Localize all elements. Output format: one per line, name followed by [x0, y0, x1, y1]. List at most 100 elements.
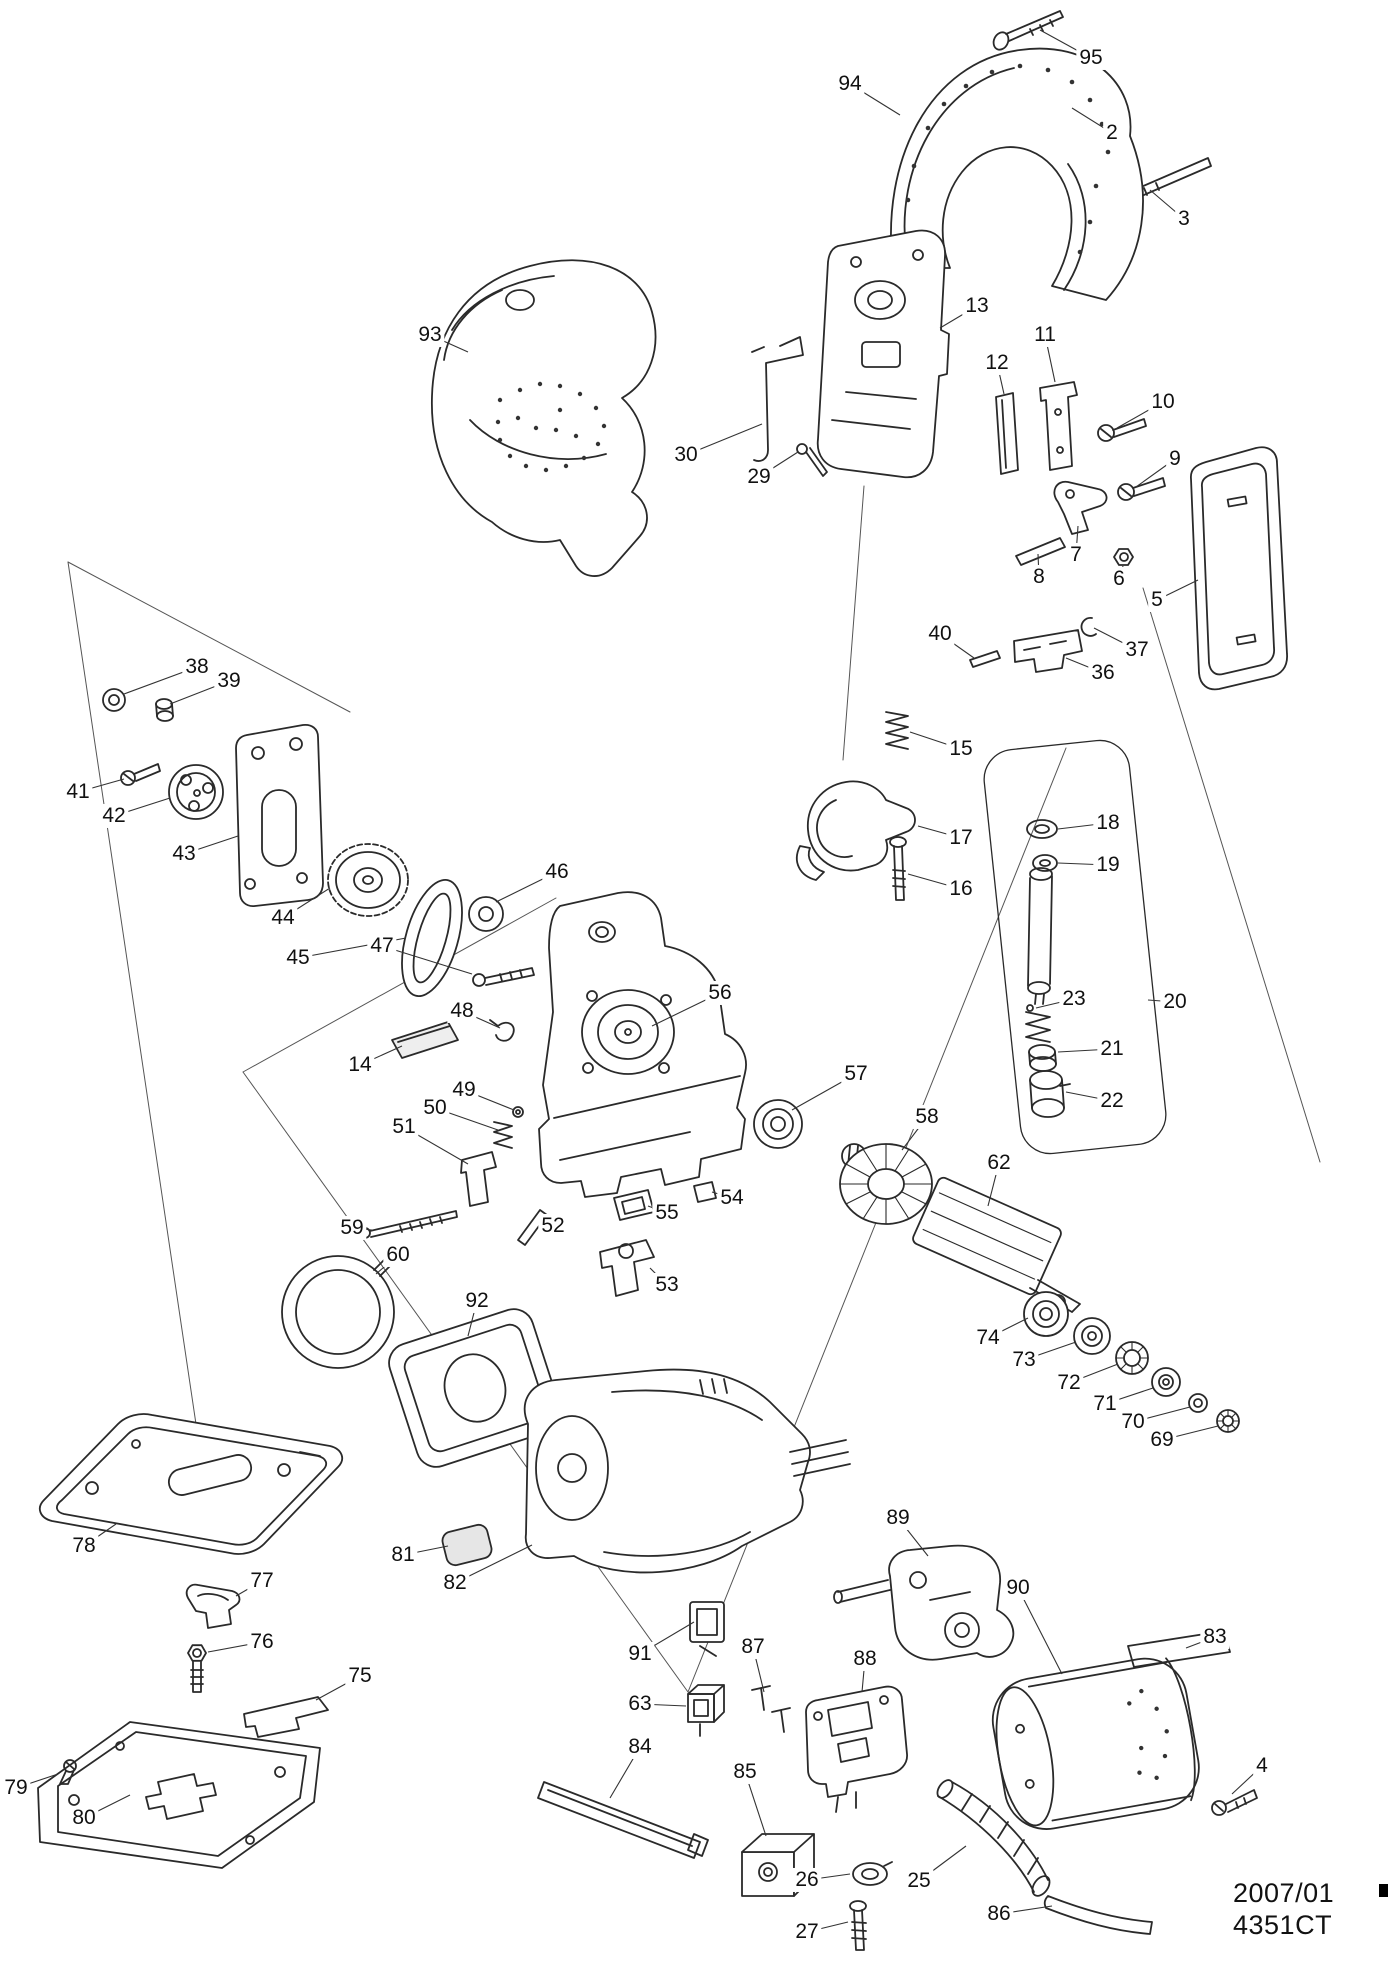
- part-41-screw: [120, 763, 161, 786]
- part-81-cap: [441, 1523, 493, 1567]
- callout-62: 62: [984, 1150, 1014, 1176]
- callout-89: 89: [883, 1505, 913, 1531]
- callout-12: 12: [982, 350, 1012, 376]
- callout-87: 87: [738, 1634, 768, 1660]
- part-44-gear: [327, 843, 409, 917]
- callout-30: 30: [671, 442, 701, 468]
- part-40-pin: [969, 650, 1001, 668]
- part-43-plate: [235, 724, 324, 907]
- callout-4: 4: [1253, 1753, 1271, 1779]
- callout-90: 90: [1003, 1575, 1033, 1601]
- part-77-clamp: [185, 1583, 241, 1629]
- callout-9: 9: [1166, 446, 1184, 472]
- callout-81: 81: [388, 1542, 418, 1568]
- part-80-cover-plate: [37, 1721, 321, 1869]
- callout-44: 44: [268, 905, 298, 931]
- part-38-ring: [102, 688, 126, 712]
- callout-40: 40: [925, 621, 955, 647]
- part-36-bracket: [1013, 629, 1083, 673]
- doc-model: 4351CT: [1233, 1910, 1333, 1940]
- doc-date: 2007/01: [1233, 1878, 1335, 1908]
- part-71-bearing: [1151, 1367, 1181, 1397]
- callout-10: 10: [1148, 389, 1178, 415]
- edge-mark: [1379, 1884, 1388, 1897]
- callout-59: 59: [337, 1215, 367, 1241]
- callout-48: 48: [447, 998, 477, 1024]
- callout-26: 26: [792, 1867, 822, 1893]
- callout-78: 78: [69, 1533, 99, 1559]
- part-82-motor-housing: [523, 1368, 851, 1574]
- part-53-roller-holder: [599, 1239, 655, 1297]
- callout-17: 17: [946, 825, 976, 851]
- callout-88: 88: [850, 1646, 880, 1672]
- callout-94: 94: [835, 71, 865, 97]
- callout-86: 86: [984, 1901, 1014, 1927]
- part-78-base: [38, 1413, 344, 1555]
- part-25-cord-guard: [936, 1779, 1051, 1897]
- callout-11: 11: [1031, 322, 1059, 348]
- callout-84: 84: [625, 1734, 655, 1760]
- callout-15: 15: [946, 736, 976, 762]
- part-17-blade-holder: [795, 780, 916, 881]
- callout-46: 46: [542, 859, 572, 885]
- part-5-plate: [1190, 446, 1288, 691]
- callout-36: 36: [1088, 660, 1118, 686]
- part-46-washer: [468, 896, 504, 932]
- part-15-spring: [885, 711, 909, 750]
- part-8-pin: [1015, 537, 1066, 566]
- part-72-nut: [1115, 1341, 1149, 1375]
- part-60-ring: [281, 1255, 395, 1369]
- callout-52: 52: [538, 1213, 568, 1239]
- callout-51: 51: [389, 1114, 419, 1140]
- callout-95: 95: [1076, 45, 1106, 71]
- callout-63: 63: [625, 1691, 655, 1717]
- part-51-holder: [460, 1151, 497, 1207]
- part-22-cup: [1029, 1070, 1071, 1118]
- part-16-screw: [889, 836, 907, 901]
- part-23-pin: [1025, 1004, 1051, 1043]
- part-6-nut: [1113, 548, 1134, 566]
- part-10-screw: [1097, 418, 1147, 442]
- callout-2: 2: [1103, 120, 1121, 146]
- part-26-grommet: [852, 1861, 893, 1886]
- callout-47: 47: [367, 933, 397, 959]
- callout-29: 29: [744, 464, 774, 490]
- part-83-label-plate: [1127, 1630, 1231, 1668]
- part-90-field: [991, 1657, 1200, 1830]
- part-74-bearing: [1023, 1291, 1069, 1337]
- part-76-bolt: [187, 1644, 207, 1693]
- callout-60: 60: [383, 1242, 413, 1268]
- part-73-bearing: [1073, 1317, 1111, 1355]
- part-86-cord: [1043, 1895, 1153, 1935]
- callout-3: 3: [1175, 206, 1193, 232]
- callout-7: 7: [1067, 542, 1085, 568]
- part-14-plate: [391, 1021, 459, 1059]
- part-11-holder: [1039, 381, 1078, 471]
- part-12-holder: [995, 392, 1019, 475]
- callout-39: 39: [214, 668, 244, 694]
- part-84-slide-bar: [537, 1781, 709, 1859]
- callout-79: 79: [1, 1775, 31, 1801]
- part-20-roller-kit: [983, 739, 1167, 1155]
- callout-53: 53: [652, 1272, 682, 1298]
- part-88-switch-base: [805, 1685, 908, 1813]
- callout-55: 55: [652, 1200, 682, 1226]
- callout-70: 70: [1118, 1409, 1148, 1435]
- part-62-armature: [839, 1143, 1081, 1313]
- callout-57: 57: [841, 1061, 871, 1087]
- callout-58: 58: [912, 1104, 942, 1130]
- part-45-guide: [401, 878, 463, 998]
- part-69-lock-washer: [1216, 1409, 1240, 1433]
- callout-73: 73: [1009, 1347, 1039, 1373]
- part-27-screw: [849, 1900, 867, 1951]
- callout-21: 21: [1097, 1036, 1127, 1062]
- part-56-gear-housing: [538, 891, 747, 1198]
- part-47-screw: [472, 967, 535, 987]
- callout-92: 92: [462, 1288, 492, 1314]
- callout-19: 19: [1093, 852, 1123, 878]
- callout-93: 93: [415, 322, 445, 348]
- part-75-plate: [243, 1696, 329, 1738]
- callout-91: 91: [625, 1641, 655, 1667]
- part-37-clip: [1080, 617, 1097, 637]
